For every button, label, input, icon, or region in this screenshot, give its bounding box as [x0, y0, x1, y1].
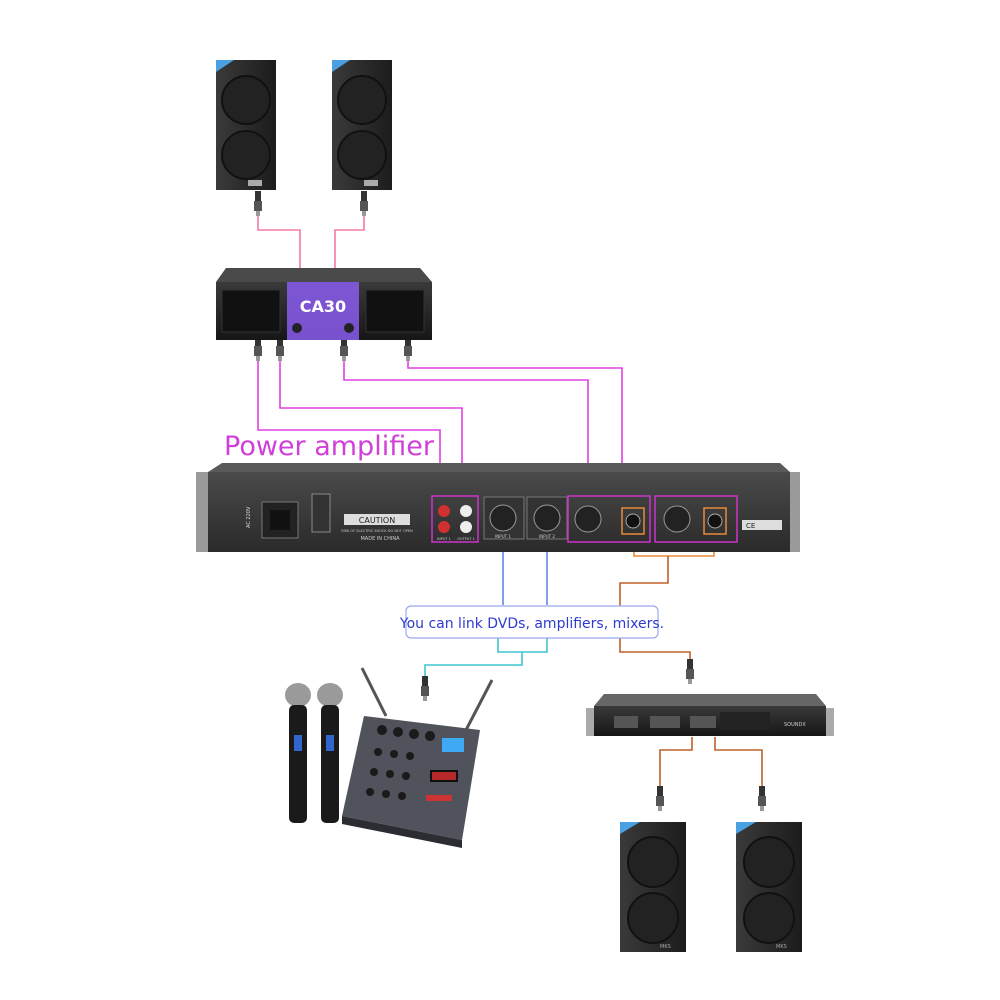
wireless-microphones [285, 683, 343, 823]
wire-left-speaker [257, 210, 301, 270]
audio-mixer [342, 667, 494, 848]
ca30-power-amplifier: CA30 [216, 268, 432, 340]
wire-amp-out-3 [343, 355, 589, 498]
wire-bottom-left [659, 737, 693, 795]
bottom-right-speaker: MKS [736, 822, 802, 952]
rca-output-label: OUTPUT 1 [457, 537, 475, 541]
voltage-label: AC 220V [246, 506, 252, 528]
wire-mixer [497, 638, 548, 653]
small-amp-label: SOUNDX [784, 722, 806, 728]
top-right-speaker [332, 60, 392, 190]
top-left-speaker [216, 60, 276, 190]
xlr-input-1 [489, 504, 517, 532]
made-in-label: MADE IN CHINA [360, 536, 400, 542]
speaker-badge-bl: MKS [660, 944, 671, 950]
wire-bottom-right [714, 737, 763, 795]
speaker-badge-br: MKS [776, 944, 787, 950]
wire-amp-out-4 [407, 355, 623, 498]
ce-label: CE [746, 522, 755, 530]
xlr-input-2 [533, 504, 561, 532]
input-2-label: INPUT 2 [539, 534, 555, 539]
wire-mixer-drop [424, 652, 523, 688]
amp-brand-label: CA30 [300, 297, 346, 316]
power-switch [311, 493, 331, 533]
callout-text: You can link DVDs, amplifiers, mixers. [399, 616, 664, 632]
output-1-orange-box [621, 507, 645, 535]
rca-highlight-box [431, 495, 479, 543]
bottom-left-speaker: MKS [620, 822, 686, 952]
wire-amp-out-2 [279, 355, 463, 500]
rca-input-label: INPUT 1 [437, 537, 451, 541]
input-1-label: INPUT 1 [495, 534, 511, 539]
wire-right-speaker [334, 210, 365, 270]
dsp-rear-panel: AC 220V CAUTION RISK OF ELECTRIC SHOCK D… [196, 463, 800, 552]
output-group-2-box [654, 495, 738, 543]
output-group-1-box [567, 495, 651, 543]
caution-sub-label: RISK OF ELECTRIC SHOCK DO NOT OPEN [341, 529, 413, 533]
ce-plate [742, 520, 782, 530]
callout-box [405, 605, 659, 639]
caution-plate [344, 514, 410, 525]
secondary-power-amplifier: SOUNDX [586, 694, 834, 736]
output-2-orange-box [703, 507, 727, 535]
caution-label: CAUTION [359, 516, 395, 525]
heading-power-amplifier: Power amplifier [224, 431, 435, 462]
